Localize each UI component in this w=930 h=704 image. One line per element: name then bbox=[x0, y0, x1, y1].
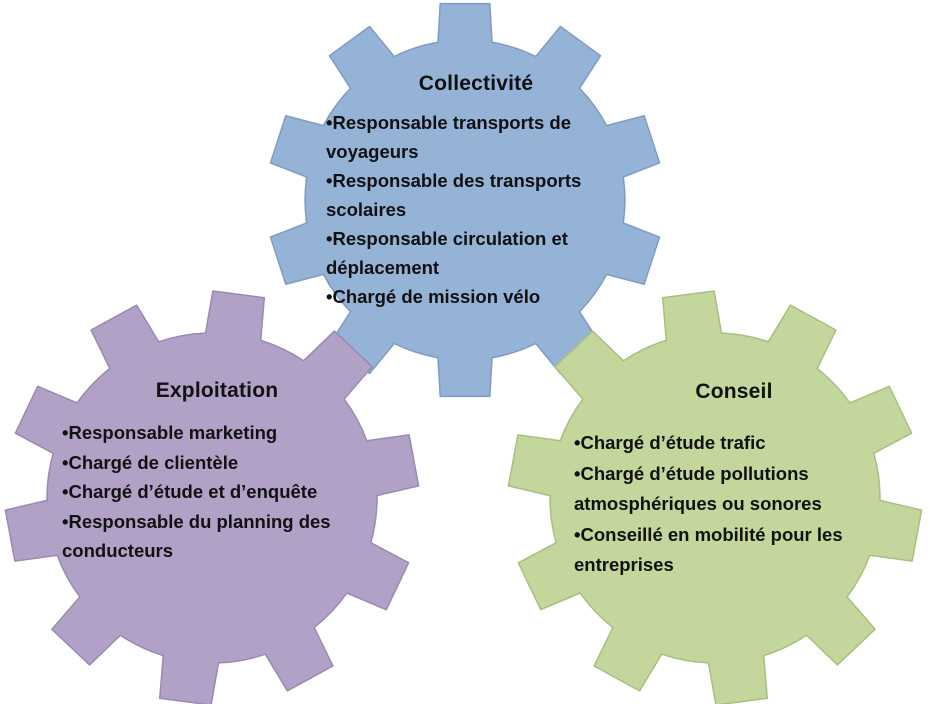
list-item: Responsable des transports scolaires bbox=[326, 166, 626, 224]
list-item: Responsable marketing bbox=[62, 418, 372, 448]
list-item: Responsable du planning des conducteurs bbox=[62, 507, 372, 566]
list-item: Chargé d’étude trafic bbox=[574, 428, 894, 459]
gear-conseil-text: Conseil Chargé d’étude trafic Chargé d’é… bbox=[574, 380, 894, 581]
list-item: Responsable circulation et déplacement bbox=[326, 224, 626, 282]
gear-conseil-list: Chargé d’étude trafic Chargé d’étude pol… bbox=[574, 428, 894, 581]
list-item: Chargé de clientèle bbox=[62, 448, 372, 478]
gear-exploitation-list: Responsable marketing Chargé de clientèl… bbox=[62, 418, 372, 566]
gear-collectivite-text: Collectivité Responsable transports de v… bbox=[326, 72, 626, 311]
gear-conseil-title: Conseil bbox=[695, 380, 773, 403]
gear-collectivite-list: Responsable transports de voyageurs Resp… bbox=[326, 108, 626, 311]
list-item: Conseillé en mobilité pour les entrepris… bbox=[574, 520, 894, 581]
list-item: Chargé d’étude pollutions atmosphériques… bbox=[574, 459, 894, 520]
list-item: Responsable transports de voyageurs bbox=[326, 108, 626, 166]
list-item: Chargé de mission vélo bbox=[326, 282, 626, 311]
gear-exploitation-text: Exploitation Responsable marketing Charg… bbox=[62, 379, 372, 566]
gear-collectivite-title: Collectivité bbox=[418, 72, 534, 95]
list-item: Chargé d’étude et d’enquête bbox=[62, 477, 372, 507]
gear-exploitation-title: Exploitation bbox=[155, 379, 279, 402]
